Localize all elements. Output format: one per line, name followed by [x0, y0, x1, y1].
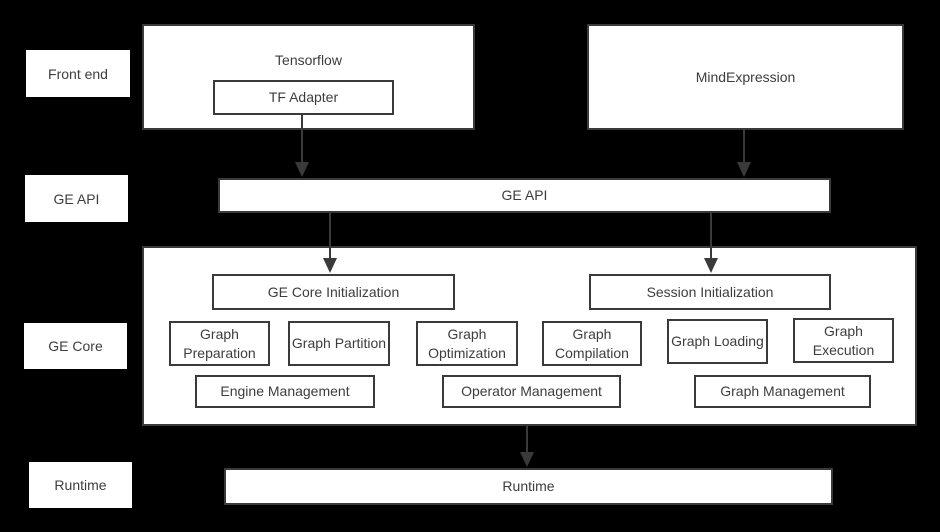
arrow-shaft [743, 130, 745, 164]
arrow-shaft [329, 213, 331, 260]
tf-adapter-box: TF Adapter [213, 80, 394, 115]
tensorflow-label: Tensorflow [275, 52, 342, 68]
mind-expression-box: MindExpression [587, 24, 904, 130]
graph-management-box: Graph Management [694, 375, 871, 408]
arrow-head-icon [323, 258, 337, 273]
runtime-bar: Runtime [224, 468, 833, 505]
ge-core-box: GE Core Initialization Session Initializ… [142, 246, 917, 426]
graph-preparation-box: Graph Preparation [169, 321, 270, 366]
arrow-head-icon [295, 162, 309, 177]
arrow-shaft [526, 426, 528, 454]
arrow-head-icon [520, 452, 534, 467]
graph-partition-box: Graph Partition [288, 321, 390, 366]
arrow-head-icon [704, 258, 718, 273]
arrow-head-icon [737, 162, 751, 177]
operator-management-box: Operator Management [442, 375, 621, 408]
row-label-ge-api: GE API [25, 175, 128, 222]
graph-optimization-box: Graph Optimization [416, 321, 518, 366]
row-label-ge-core: GE Core [24, 323, 127, 369]
ge-api-bar: GE API [218, 178, 831, 213]
session-initialization-box: Session Initialization [589, 274, 831, 310]
arrow-shaft [710, 213, 712, 260]
row-label-front-end: Front end [26, 50, 130, 97]
engine-management-box: Engine Management [195, 375, 375, 408]
graph-loading-box: Graph Loading [667, 319, 768, 364]
arrow-shaft [301, 115, 303, 164]
ge-core-initialization-box: GE Core Initialization [212, 274, 455, 310]
graph-execution-box: Graph Execution [793, 318, 894, 363]
tensorflow-box: Tensorflow TF Adapter [142, 24, 475, 130]
row-label-runtime: Runtime [29, 462, 132, 508]
graph-compilation-box: Graph Compilation [542, 321, 642, 366]
